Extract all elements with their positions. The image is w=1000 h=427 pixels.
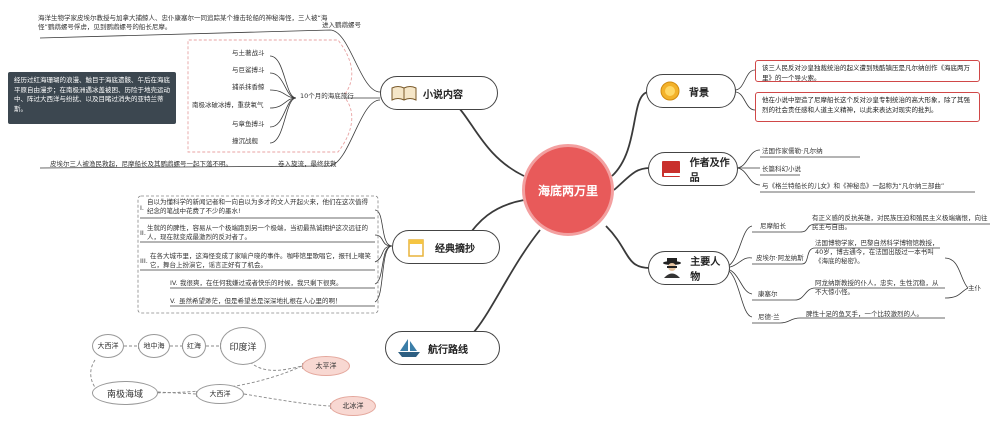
detective-icon <box>659 257 684 279</box>
red-book-icon <box>659 158 684 180</box>
quote-number: IV. <box>170 279 178 287</box>
quote-text: 我很爽，在任何我嫌过或者快乐的时候，我只剩下很爽。 <box>180 279 343 287</box>
author-item: 长篇科幻小说 <box>762 165 801 173</box>
branch-author[interactable]: 作者及作品 <box>648 152 738 186</box>
branch-novel[interactable]: 小说内容 <box>380 76 498 110</box>
route-node-taipingyang[interactable]: 太平洋 <box>302 356 350 376</box>
note-icon <box>403 236 429 258</box>
branch-route[interactable]: 航行路线 <box>385 331 500 365</box>
character-name: 康塞尔 <box>758 290 778 298</box>
author-item: 法国作家儒勒·凡尔纳 <box>762 147 823 155</box>
branch-route-label: 航行路线 <box>428 344 468 356</box>
novel-intro-text: 海洋生物学家皮埃尔教授与加拿大捕鲸人、忠仆康塞尔一同追踪某个撞击轮船的神秘海怪，… <box>38 14 328 31</box>
route-node-daxiyang-2[interactable]: 大西洋 <box>196 384 244 404</box>
character-desc: 脾性十足的鱼叉手，一个比较激烈的人。 <box>806 310 923 318</box>
branch-background-label: 背景 <box>689 87 709 99</box>
quote-number: V. <box>170 297 176 305</box>
trip-item: 南极冰破冰搏，重获氧气 <box>192 101 264 109</box>
character-desc: 有正义感的反抗英雄，对民族压迫和殖民主义极端痛恨，向往民主与自由。 <box>812 214 988 231</box>
route-node-honghai[interactable]: 红海 <box>182 334 206 358</box>
servant-relation-label: 主仆 <box>968 284 981 292</box>
quote-text: 在各大城市里，这海怪变成了家喻户晓的事件。咖啡馆里歌唱它，报刊上嘲笑它，舞台上扮… <box>150 252 371 269</box>
quote-text: 虽然希望渺茫，但是希望总是深深地扎根在人心里的啊！ <box>179 297 342 305</box>
novel-end-label: 卷入旋流，最终获救 <box>278 160 337 168</box>
branch-characters-label: 主要人物 <box>690 257 721 283</box>
center-topic-label: 海底两万里 <box>537 183 598 198</box>
link-characters <box>605 225 651 269</box>
background-item: 他在小说中塑造了尼摩船长这个反对沙皇专制统治的高大形象，除了其强烈的社会责任感和… <box>755 92 980 122</box>
route-node-beibingyang[interactable]: 北冰洋 <box>330 396 376 416</box>
ship-icon <box>396 337 422 359</box>
route-node-dizhonghai[interactable]: 地中海 <box>138 334 170 358</box>
sun-icon <box>657 80 683 102</box>
author-item: 与《格兰特船长的儿女》和《神秘岛》一起称为“凡尔纳三部曲” <box>762 182 945 190</box>
trip-item: 与土著战斗 <box>232 49 265 57</box>
branch-background[interactable]: 背景 <box>646 74 736 108</box>
quote-text: 生就的的脾性，容易从一个极端跑到另一个极端，当初最热诚拥护这次远征的人，现在就变… <box>147 224 368 241</box>
route-node-nanjihaiyu[interactable]: 南极海域 <box>92 381 158 405</box>
character-name: 尼摩船长 <box>760 222 786 230</box>
branch-quotes[interactable]: 经典摘抄 <box>392 230 500 264</box>
trip-item: 捕杀抹香鲸 <box>232 83 265 91</box>
novel-intro-label: 进入鹦鹉螺号 <box>322 21 361 29</box>
route-node-yinduyang[interactable]: 印度洋 <box>220 327 266 365</box>
route-node-daxiyang[interactable]: 大西洋 <box>92 334 124 358</box>
novel-end-text: 皮埃尔三人被渔民救起，尼摩船长及其鹦鹉螺号一起下落不明。 <box>50 160 232 168</box>
link-author <box>613 167 651 191</box>
novel-dark-note: 经历过红海珊瑚的浪漫、触目于海底遗骸、午后在海底平原自由漫步；在南极洲遇冰盖被困… <box>8 72 176 124</box>
trip-item: 与章鱼搏斗 <box>232 120 265 128</box>
branch-quotes-label: 经典摘抄 <box>435 243 475 255</box>
trip-item: 与巨鲨搏斗 <box>232 66 265 74</box>
background-item: 该三人民反对沙皇独裁统治的起义遭到残酷镇压是凡尔纳创作《海底两万里》的一个导火索… <box>755 60 980 82</box>
quote-number: I. <box>140 204 144 212</box>
book-icon <box>391 82 417 104</box>
novel-trip-label: 10个月的海底旅行 <box>300 92 354 100</box>
quote-number: II. <box>140 229 146 237</box>
quote-number: III. <box>140 257 148 265</box>
quote-text: 自以为懂科学的新闻记者和一向自以为多才的文人开起火来，他们在这次值得纪念的笔战中… <box>147 198 368 215</box>
branch-novel-label: 小说内容 <box>423 89 463 101</box>
character-desc: 阿龙纳斯教授的仆人，忠实，生性沉稳，从不大惊小怪。 <box>815 279 939 296</box>
character-name: 尼德·兰 <box>758 313 780 321</box>
center-topic[interactable]: 海底两万里 <box>522 144 614 236</box>
link-background <box>611 91 649 177</box>
branch-author-label: 作者及作品 <box>689 158 730 184</box>
character-name: 皮埃尔·阿龙纳斯 <box>756 254 804 262</box>
trip-item: 撞沉战舰 <box>232 137 258 145</box>
branch-characters[interactable]: 主要人物 <box>648 251 730 285</box>
character-desc: 法国博物学家，巴黎自然科学博物馆教授，40岁，博古通今，在法国出版过一本书叫《海… <box>815 239 939 265</box>
